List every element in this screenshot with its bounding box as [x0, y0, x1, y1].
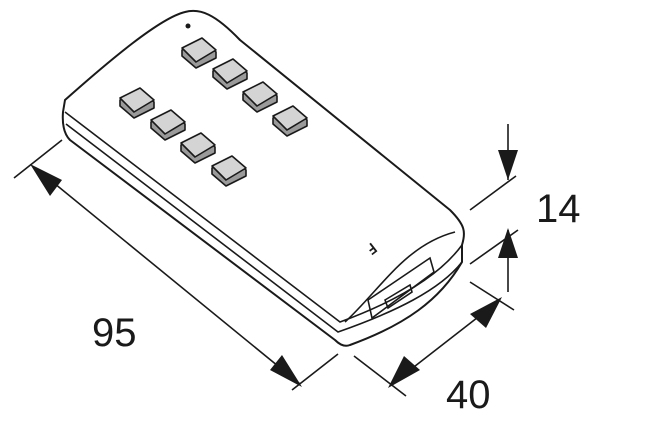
extension-line [353, 355, 407, 397]
end-cap-panel [367, 256, 435, 320]
arrowhead [498, 150, 518, 180]
width-label: 40 [446, 373, 491, 417]
led-indicator [185, 23, 191, 29]
battery-slot [384, 283, 413, 310]
length-dimension: 95 [13, 139, 339, 391]
button-group [119, 37, 308, 187]
height-label: 14 [536, 187, 581, 231]
body-outline [61, 9, 465, 347]
remote-button[interactable] [272, 105, 308, 137]
extension-line [469, 175, 517, 211]
arrowhead [388, 356, 420, 388]
arrowhead [498, 228, 518, 258]
remote-button[interactable] [212, 58, 248, 90]
remote-button[interactable] [211, 155, 247, 187]
arrowhead [30, 164, 62, 196]
extension-line [13, 139, 63, 179]
remote-control-body: Ⅎ [61, 9, 465, 347]
remote-button[interactable] [150, 109, 186, 141]
remote-button[interactable] [242, 81, 278, 113]
width-dimension: 40 [353, 281, 515, 417]
arrowhead [470, 297, 502, 328]
end-cap-curve [344, 231, 456, 323]
length-label: 95 [92, 311, 137, 355]
dimension-line [37, 169, 301, 385]
arrowhead [270, 355, 302, 387]
remote-button[interactable] [180, 132, 216, 164]
extension-line [469, 281, 515, 311]
top-face-edge [64, 111, 463, 323]
height-dimension: 14 [469, 124, 581, 292]
remote-button[interactable] [119, 87, 155, 119]
side-groove [65, 123, 463, 333]
remote-button[interactable] [181, 37, 217, 69]
brand-logo: Ⅎ [363, 240, 379, 258]
